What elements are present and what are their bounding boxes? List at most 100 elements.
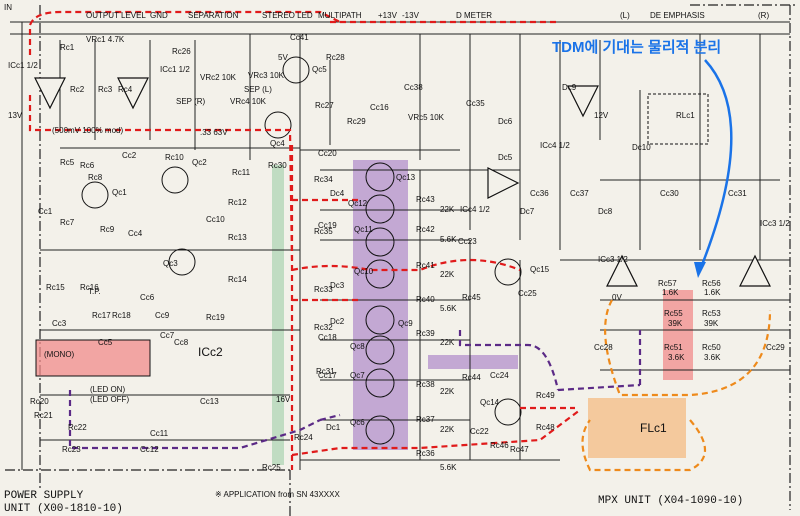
label-in: IN xyxy=(4,3,12,12)
transistor-array-highlight xyxy=(353,160,408,450)
resistor-label: Rc25 xyxy=(262,463,281,472)
resistor-value: 3.6K xyxy=(704,353,721,362)
capacitor-label: Cc7 xyxy=(160,331,175,340)
resistor-label: Rc31 xyxy=(316,367,335,376)
label-stereo-led: STEREO LED xyxy=(262,11,313,20)
transistor-label: Qc14 xyxy=(480,398,500,407)
rc-network-highlight xyxy=(663,290,693,380)
led-on-label: (LED ON) xyxy=(90,385,125,394)
ic-label: ICc1 1/2 xyxy=(8,61,38,70)
transistor-qc5-icon xyxy=(282,56,310,84)
resistor-label: Rc55 xyxy=(664,309,683,318)
resistor-label: Rc9 xyxy=(100,225,115,234)
capacitor-label: Cc6 xyxy=(140,293,155,302)
resistor-label: Rc35 xyxy=(314,227,333,236)
diode-label: Dc2 xyxy=(330,317,345,326)
diode-label: Dc1 xyxy=(326,423,341,432)
transistor-label: Qc10 xyxy=(354,267,374,276)
transistor-label: Qc2 xyxy=(192,158,207,167)
diode-label: Dc10 xyxy=(632,143,651,152)
capacitor-label: Cc9 xyxy=(155,311,170,320)
label-d-meter: D METER xyxy=(456,11,492,20)
label-l: (L) xyxy=(620,11,630,20)
relay-rlc1-icon xyxy=(647,93,709,145)
capacitor-label: .33 63V xyxy=(200,128,228,137)
diode-label: Dc6 xyxy=(498,117,513,126)
opamp-icc4a-icon xyxy=(487,167,520,199)
resistor-label: Rc7 xyxy=(60,218,75,227)
resistor-label: Rc50 xyxy=(702,343,721,352)
capacitor-label: Cc41 xyxy=(290,33,309,42)
resistor-label: Rc36 xyxy=(416,449,435,458)
icc2-body xyxy=(35,339,151,377)
voltage-label: 16V xyxy=(276,395,291,404)
orange-path-loop xyxy=(581,419,706,472)
rlc1-label: RLc1 xyxy=(676,111,695,120)
red-path-top xyxy=(28,10,341,55)
diode-label: Dc4 xyxy=(330,189,345,198)
resistor-label: Rc29 xyxy=(347,117,366,126)
capacitor-label: Cc23 xyxy=(458,237,477,246)
resistor-label: Rc51 xyxy=(664,343,683,352)
label-multipath: MULTIPATH xyxy=(318,11,362,20)
tp-label: T.P. xyxy=(88,287,101,296)
resistor-label: Rc18 xyxy=(112,311,131,320)
transistor-qc6-icon xyxy=(365,415,395,445)
resistor-value: 1.6K xyxy=(662,288,679,297)
resistor-value: 22K xyxy=(440,387,455,396)
opamp-icc4b-icon xyxy=(567,85,599,118)
transistor-qc11-icon xyxy=(365,227,395,257)
purple-path-into-array xyxy=(319,413,341,422)
resistor-label: Rc3 xyxy=(98,85,113,94)
resistor-label: Rc16 xyxy=(80,283,99,292)
transistor-label: Qc6 xyxy=(350,418,365,427)
voltage-label: 12V xyxy=(594,111,609,120)
transistor-qc14-icon xyxy=(494,398,522,426)
diode-label: Dc7 xyxy=(520,207,535,216)
top-rail-labels: IN OUTPUT LEVEL GND SEPARATION STEREO LE… xyxy=(4,3,769,20)
signal-paths xyxy=(28,10,772,472)
label-r: (R) xyxy=(758,11,769,20)
capacitor-label: Cc10 xyxy=(206,215,225,224)
resistor-label: Rc6 xyxy=(80,161,95,170)
resistor-value: 5.6K xyxy=(440,304,457,313)
capacitor-label: Cc29 xyxy=(766,343,785,352)
voltage-label: 5V xyxy=(278,53,288,62)
capacitor-label: Cc3 xyxy=(52,319,67,328)
transistor-qc7-icon xyxy=(365,368,395,398)
annotation-text: TDM에 기대는 물리적 분리 xyxy=(552,38,721,56)
vrc1-label: VRc1 4.7K xyxy=(86,35,125,44)
label-de-emphasis: DE EMPHASIS xyxy=(650,11,705,20)
sep-l-label: SEP (L) xyxy=(244,85,272,94)
sep-r-label: SEP (R) xyxy=(176,97,206,106)
resistor-value: 5.6K xyxy=(440,235,457,244)
transistor-label: Qc7 xyxy=(350,371,365,380)
capacitor-label: Cc36 xyxy=(530,189,549,198)
application-note: ※ APPLICATION from SN 43XXXX xyxy=(215,490,340,499)
label-plus13v: +13V xyxy=(378,11,398,20)
capacitor-label: Cc13 xyxy=(200,397,219,406)
resistor-label: Rc19 xyxy=(206,313,225,322)
flc1-box xyxy=(588,398,686,458)
capacitor-label: Cc16 xyxy=(370,103,389,112)
capacitor-label: Cc38 xyxy=(404,83,423,92)
resistor-label: Rc23 xyxy=(62,445,81,454)
transistor-label: Qc4 xyxy=(270,139,285,148)
resistor-label: Rc48 xyxy=(536,423,555,432)
label-output-level: OUTPUT LEVEL xyxy=(86,11,146,20)
transistor-qc10-icon xyxy=(365,259,395,289)
capacitor-label: Cc28 xyxy=(594,343,613,352)
resistor-value: 39K xyxy=(704,319,719,328)
capacitor-label: Cc24 xyxy=(490,371,509,380)
purple-path-right xyxy=(458,330,560,391)
capacitor-label: Cc25 xyxy=(518,289,537,298)
capacitor-label: Cc8 xyxy=(174,338,189,347)
transistor-qc15-icon xyxy=(494,258,522,286)
resistor-label: Rc21 xyxy=(34,411,53,420)
ic-label: ICc3 1/2 xyxy=(760,219,790,228)
power-unit-label: UNIT (X00-1810-10) xyxy=(4,503,123,515)
resistor-label: Rc24 xyxy=(294,433,313,442)
transistor-qc3-icon xyxy=(168,248,196,276)
capacitor-label: Cc4 xyxy=(128,229,143,238)
